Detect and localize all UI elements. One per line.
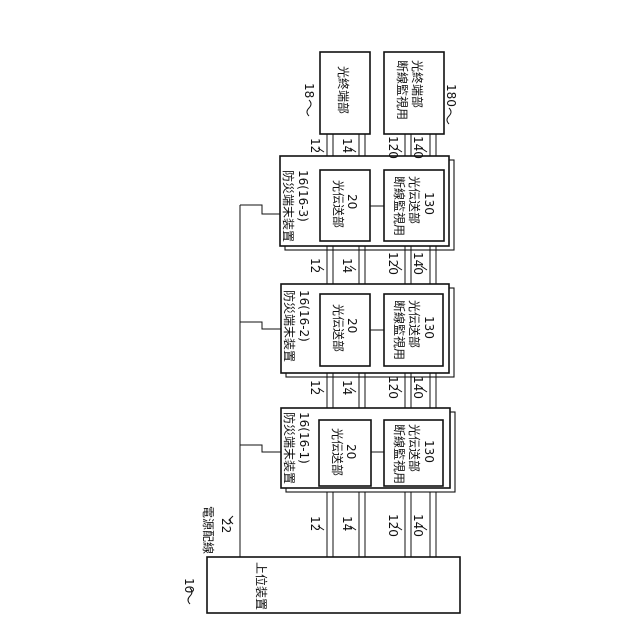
line-ref-12: 12: [308, 380, 322, 395]
monitor-terminator-label: 光終端部: [410, 60, 425, 108]
terminal-device-16-2: 防災端末装置 16(16-2) 光伝送部 20 断線監視用 光伝送部 130: [281, 284, 454, 377]
power-line-ref: 22: [219, 518, 233, 533]
monitor-tx-ref: 130: [422, 316, 436, 339]
optical-tx-label: 光伝送部: [331, 304, 346, 352]
host-device-10: 上位装置 10: [182, 557, 460, 613]
power-line-label: 電源配線: [201, 506, 216, 554]
line-ref-14: 14: [340, 380, 354, 395]
monitor-tx-label: 光伝送部: [407, 176, 422, 224]
terminal-title: 防災端末装置: [281, 170, 296, 242]
optical-terminator-label: 光終端部: [336, 66, 351, 114]
line-ref-12: 12: [308, 258, 322, 273]
optical-tx-ref: 20: [345, 194, 359, 209]
monitor-tx-ref: 130: [422, 192, 436, 215]
line-ref-14: 14: [340, 516, 354, 531]
optical-tx-ref: 20: [345, 318, 359, 333]
monitor-tx-label: 光伝送部: [407, 424, 422, 472]
optical-terminator-ref: 18: [302, 83, 316, 98]
optical-tx-label: 光伝送部: [331, 180, 346, 228]
monitor-tx-ref: 130: [422, 440, 436, 463]
terminal-sub: 16(16-1): [297, 412, 311, 464]
line-ref-140: 140: [411, 136, 425, 159]
line-ref-140: 140: [411, 252, 425, 275]
power-wiring-22: [229, 205, 283, 557]
terminal-title: 防災端末装置: [282, 412, 297, 484]
line-ref-120: 120: [386, 514, 400, 537]
monitor-tx-label: 断線監視用: [392, 424, 407, 484]
monitor-terminator-ref: 180: [444, 84, 458, 107]
monitor-tx-label: 断線監視用: [392, 300, 407, 360]
monitor-tx-label: 光伝送部: [407, 300, 422, 348]
monitor-terminator-label: 断線監視用: [395, 60, 410, 120]
terminal-device-16-1: 防災端末装置 16(16-1) 光伝送部 20 断線監視用 光伝送部 130: [281, 408, 455, 492]
line-ref-120: 120: [386, 136, 400, 159]
monitor-tx-label: 断線監視用: [392, 176, 407, 236]
terminal-sub: 16(16-3): [296, 170, 310, 222]
line-ref-140: 140: [411, 376, 425, 399]
line-ref-14: 14: [340, 258, 354, 273]
host-device-ref: 10: [182, 578, 196, 593]
terminal-title: 防災端末装置: [282, 290, 297, 362]
line-ref-12: 12: [308, 138, 322, 153]
terminal-sub: 16(16-2): [297, 290, 311, 342]
line-ref-140: 140: [411, 514, 425, 537]
optical-tx-label: 光伝送部: [330, 428, 345, 476]
terminal-device-16-3: 防災端末装置 16(16-3) 光伝送部 20 断線監視用 光伝送部 130: [280, 156, 454, 250]
monitor-terminator-180: 断線監視用 光終端部 180: [384, 52, 458, 134]
line-ref-14: 14: [340, 138, 354, 153]
line-ref-120: 120: [386, 252, 400, 275]
optical-terminator-18: 光終端部 18: [302, 52, 370, 134]
line-ref-12: 12: [308, 516, 322, 531]
optical-tx-ref: 20: [344, 444, 358, 459]
host-device-label: 上位装置: [254, 562, 269, 610]
line-ref-120: 120: [386, 376, 400, 399]
